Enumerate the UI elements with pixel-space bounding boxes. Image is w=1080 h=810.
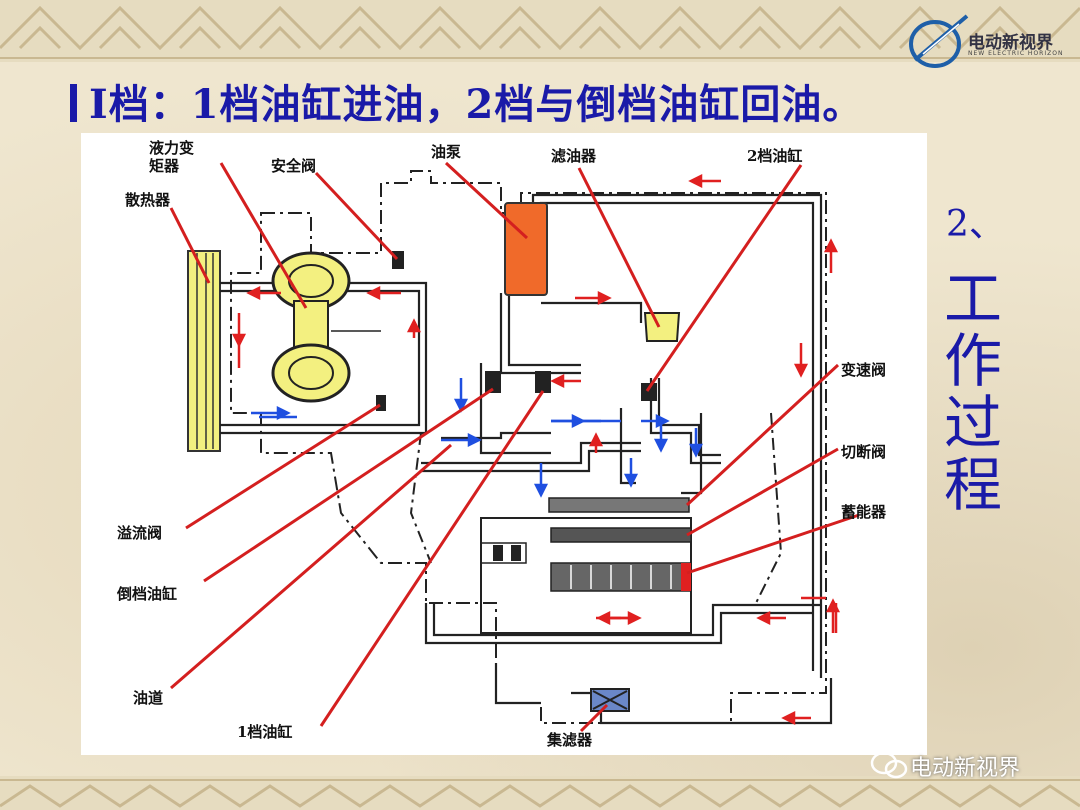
label-shift-valve: 变速阀 [841,361,886,379]
label-cutoff-valve: 切断阀 [841,443,886,461]
brand-name: 电动新视界 [968,33,1053,53]
label-strainer: 集滤器 [546,731,593,749]
label-torque-converter-2: 矩器 [149,157,180,175]
label-filter: 滤油器 [551,147,597,165]
watermark-text: 电动新视界 [910,756,1021,781]
decorative-border-bottom [0,776,1080,810]
torque-converter-shape [271,251,381,403]
decorative-border-top [0,0,1080,62]
pressure-flow-arrows [251,378,704,498]
label-torque-converter-1: 液力变 [149,139,194,157]
slide-title: I档：1档油缸进油，2档与倒档油缸回油。 [70,72,863,132]
label-overflow-valve: 溢流阀 [117,524,162,542]
overflow-valve-shape [376,395,386,411]
label-safety-valve: 安全阀 [271,157,316,175]
brand-logo-icon [909,14,969,68]
wechat-watermark-icon [870,751,908,779]
oil-pump-shape [504,202,548,296]
label-oil-pump: 油泵 [431,143,461,161]
label-accumulator: 蓄能器 [841,503,887,521]
leader-lines [169,161,860,733]
section-number: 2、 [946,204,1005,245]
label-first-gear-cylinder: 1档油缸 [237,723,292,741]
return-flow-arrows [231,173,841,726]
section-heading-char: 作 [943,327,1002,395]
section-heading-char: 工 [943,265,1002,333]
reverse-cylinder-shape [485,371,501,393]
filter-shape [643,312,681,342]
section-heading-char: 程 [943,451,1002,519]
label-second-gear-cylinder: 2档油缸 [747,147,802,165]
label-oil-passage: 油道 [133,689,163,707]
radiator-shape [187,250,221,452]
label-reverse-cylinder: 倒档油缸 [116,585,177,603]
hydraulic-diagram: 液力变 矩器 安全阀 散热器 油泵 滤油器 2档油缸 变速阀 切断阀 蓄能器 溢… [81,133,927,755]
valve-body [480,497,692,634]
title-bar-mark [70,84,77,122]
brand-subtitle: NEW ELECTRIC HORIZON [968,50,1064,57]
label-radiator: 散热器 [125,191,171,209]
section-heading-char: 过 [943,389,1002,457]
slide-title-text: I档：1档油缸进油，2档与倒档油缸回油。 [89,81,864,128]
section-heading-vertical: 工 作 过 程 [938,268,1008,516]
first-gear-cylinder-shape [535,371,551,393]
